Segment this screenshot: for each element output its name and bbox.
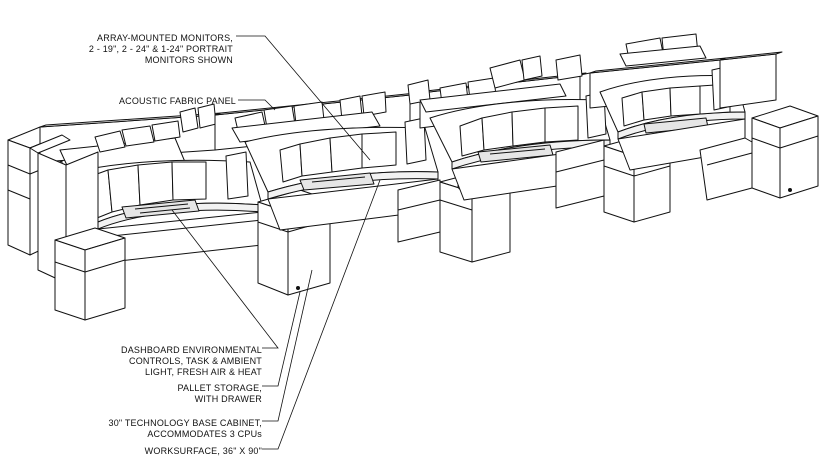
- callout-line: ARRAY-MOUNTED MONITORS,: [97, 33, 233, 43]
- pallet-leader-line: [262, 291, 301, 387]
- callout-line: PALLET STORAGE,: [177, 383, 262, 393]
- cabinet-leader-line: [262, 269, 313, 422]
- back-right-workstation: [407, 54, 583, 113]
- callout-line: CONTROLS, TASK & AMBIENT: [129, 356, 262, 366]
- far-right-storage: [751, 105, 819, 199]
- monitors-leader-line: [236, 35, 371, 161]
- back-centre-workstation: [231, 91, 387, 143]
- callout-line: MONITORS SHOWN: [144, 55, 233, 65]
- callout-technology-base-cabinet: 30" TECHNOLOGY BASE CABINET, ACCOMMODATE…: [40, 418, 262, 440]
- callout-line: ACOUSTIC FABRIC PANEL: [118, 96, 236, 106]
- callout-array-mounted-monitors: ARRAY-MOUNTED MONITORS, 2 - 19", 2 - 24"…: [20, 33, 233, 66]
- right-centre-low-cabinet: [555, 139, 605, 209]
- worksurface-leader-line: [262, 179, 381, 450]
- right-console: [429, 91, 611, 201]
- left-console: [59, 151, 263, 263]
- far-right-console: [599, 65, 746, 171]
- callout-line: 2 - 19", 2 - 24" & 1-24" PORTRAIT: [88, 44, 233, 54]
- callout-dashboard-controls: DASHBOARD ENVIRONMENTAL CONTROLS, TASK &…: [40, 345, 262, 378]
- callout-pallet-storage: PALLET STORAGE, WITH DRAWER: [80, 383, 262, 405]
- callout-line: DASHBOARD ENVIRONMENTAL: [121, 345, 262, 355]
- centre-console: [244, 117, 439, 231]
- callout-line: LIGHT, FRESH AIR & HEAT: [145, 367, 262, 377]
- panel-leader-line: [238, 99, 276, 111]
- callout-acoustic-fabric-panel: ACOUSTIC FABRIC PANEL: [60, 96, 236, 107]
- dashboard-leader-line: [171, 209, 279, 349]
- callout-worksurface: WORKSURFACE, 36" X 90": [80, 446, 262, 457]
- far-right-acoustic-panel: [719, 51, 783, 109]
- callout-line: 30" TECHNOLOGY BASE CABINET,: [108, 418, 262, 428]
- far-right-low-cabinet: [699, 137, 753, 201]
- callout-line: WITH DRAWER: [194, 394, 262, 404]
- callout-line: WORKSURFACE, 36" X 90": [144, 446, 262, 456]
- callout-line: ACCOMMODATES 3 CPUs: [147, 429, 262, 439]
- left-front-storage: [29, 134, 126, 321]
- centre-low-cabinet: [397, 179, 441, 243]
